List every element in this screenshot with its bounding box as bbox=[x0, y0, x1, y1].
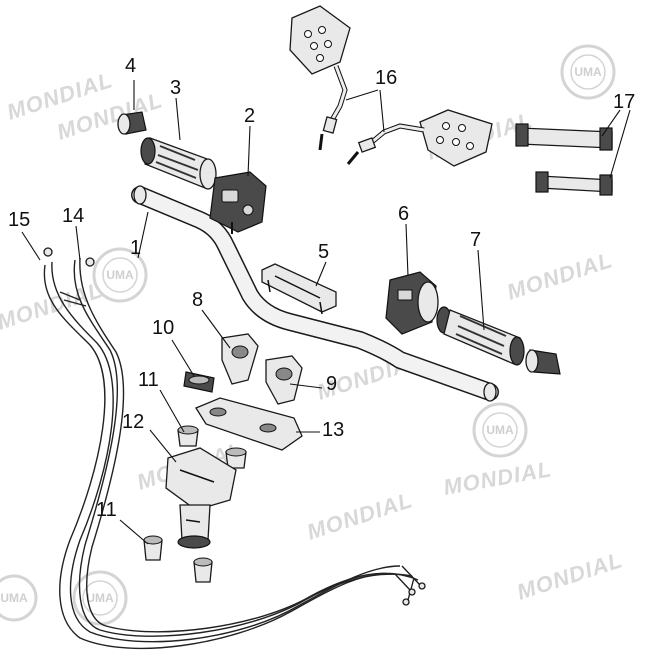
uma-logo-watermark: UMA bbox=[72, 570, 128, 626]
callout-3: 3 bbox=[170, 77, 181, 99]
right-mirror bbox=[346, 109, 493, 167]
uma-logo-watermark: UMA bbox=[92, 247, 148, 303]
watermark-text: MONDIAL bbox=[304, 487, 416, 545]
uma-logo-watermark: UMA bbox=[0, 574, 38, 622]
handlebar-upper-clamp-small bbox=[261, 263, 337, 315]
rubber-bushing-11-lower-left bbox=[143, 535, 163, 561]
handlebar-tube bbox=[131, 185, 499, 402]
callout-17: 17 bbox=[613, 91, 635, 113]
rubber-bushing-11-right bbox=[225, 447, 247, 469]
rubber-bushing-11-lower-right bbox=[193, 557, 213, 583]
callout-15: 15 bbox=[8, 209, 30, 231]
uma-logo-text: UMA bbox=[574, 65, 602, 79]
uma-logo-text: UMA bbox=[0, 591, 28, 605]
rubber-bushing-10 bbox=[183, 371, 215, 393]
callout-6: 6 bbox=[398, 203, 409, 225]
leader-lines bbox=[21, 80, 631, 545]
uma-logo-watermark: UMA bbox=[560, 44, 616, 100]
bar-end-weight-right bbox=[525, 349, 561, 375]
watermark-text: MONDIAL bbox=[514, 547, 626, 605]
uma-logo-text: UMA bbox=[106, 268, 134, 282]
watermark-text: MONDIAL bbox=[504, 247, 616, 305]
clamp-strap-upper bbox=[515, 123, 613, 151]
watermark-text: MONDIAL bbox=[442, 456, 554, 500]
callout-11-lower: 11 bbox=[96, 499, 117, 521]
uma-logo-watermark: UMA bbox=[472, 402, 528, 458]
callout-4: 4 bbox=[125, 55, 136, 77]
callout-1: 1 bbox=[130, 237, 141, 259]
upper-clamp-right bbox=[265, 355, 303, 405]
handlebar-riser-mount bbox=[165, 447, 237, 549]
callout-16: 16 bbox=[375, 67, 397, 89]
left-mirror bbox=[289, 5, 351, 151]
bar-end-weight-left bbox=[117, 111, 147, 135]
right-switch-housing bbox=[385, 271, 439, 335]
callout-labels: 4 3 2 16 17 15 14 1 6 7 5 8 10 9 11 12 1… bbox=[8, 55, 635, 521]
callout-8: 8 bbox=[192, 289, 203, 311]
callout-7: 7 bbox=[470, 229, 481, 251]
callout-13: 13 bbox=[322, 419, 344, 441]
callout-5: 5 bbox=[318, 241, 329, 263]
callout-9: 9 bbox=[326, 373, 337, 395]
callout-11-upper: 11 bbox=[138, 369, 159, 391]
right-grip bbox=[436, 306, 525, 366]
uma-logo-text: UMA bbox=[486, 423, 514, 437]
clamp-strap-lower bbox=[535, 171, 613, 196]
lower-clamp-plate bbox=[195, 397, 303, 451]
throttle-cables bbox=[43, 247, 426, 650]
watermark-text: MONDIAL bbox=[0, 277, 106, 335]
upper-clamp-left bbox=[221, 333, 259, 385]
callout-12: 12 bbox=[122, 411, 144, 433]
callout-14: 14 bbox=[62, 205, 84, 227]
uma-logo-text: UMA bbox=[86, 591, 114, 605]
left-switch-housing bbox=[209, 171, 267, 234]
rubber-bushing-11-left bbox=[177, 425, 199, 447]
callout-10: 10 bbox=[152, 317, 174, 339]
callout-2: 2 bbox=[244, 105, 255, 127]
left-grip bbox=[140, 137, 217, 190]
